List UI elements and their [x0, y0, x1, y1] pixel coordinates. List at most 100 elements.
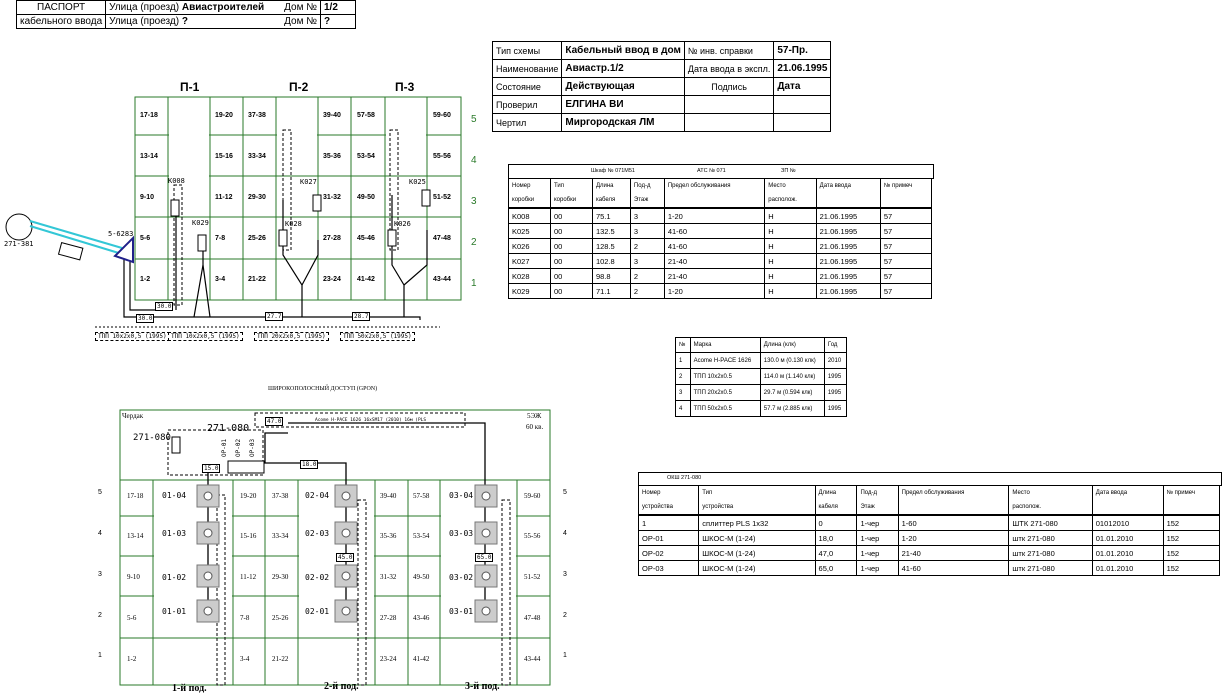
box-cell: Н	[764, 283, 817, 299]
device-cell: ШКОС-М (1-24)	[698, 530, 816, 546]
cable-cell: 130.0 м (0.130 клк)	[759, 352, 825, 369]
info-cell: Наименование	[491, 59, 563, 78]
device-cell: 01.01.2010	[1091, 560, 1164, 576]
house-value-2: ?	[320, 14, 356, 29]
entrance-p3: П-3	[395, 80, 415, 94]
gpon-apartment-range: 25-26	[272, 614, 289, 622]
box-cell: 57	[879, 223, 933, 239]
info-cell: Дата ввода в экспл.	[683, 59, 775, 78]
vertical-op02: ОР-02	[235, 438, 242, 457]
gpon-floor-right: 1	[563, 652, 567, 659]
cables-header: Марка	[689, 337, 761, 353]
cable-cell: 1995	[823, 368, 848, 385]
gpon-apartment-range: 47-48	[524, 614, 541, 622]
apartment-range: 51-52	[433, 194, 451, 201]
apartment-range: 3-4	[215, 276, 226, 283]
devices-header: Длина	[814, 485, 858, 500]
boxes-header: Номер	[508, 178, 551, 193]
gpon-apartment-range: 7-8	[240, 614, 250, 622]
apartment-range: 37-38	[248, 112, 266, 119]
entrance-p2: П-2	[289, 80, 309, 94]
length-tag-4: 28.7	[352, 312, 371, 321]
device-cell: 01.01.2010	[1091, 545, 1164, 561]
distribution-box-label: 03-02	[449, 573, 474, 582]
box-cell: 00	[549, 238, 593, 254]
gpon-apartment-range: 29-30	[272, 573, 289, 581]
gpon-apartment-range: 55-56	[524, 532, 541, 540]
device-cell: ШКОС-М (1-24)	[698, 545, 816, 561]
boxes-header: располож.	[764, 193, 817, 209]
gpon-apartment-range: 11-12	[240, 573, 257, 581]
gpon-floor-left: 4	[98, 530, 102, 537]
box-cell: 21.06.1995	[815, 207, 881, 224]
box-cell: 132.5	[591, 223, 631, 239]
gpon-apartment-range: 15-16	[240, 532, 257, 540]
cable-cell: 2010	[823, 352, 848, 369]
distribution-box-label: 01-02	[162, 573, 187, 582]
device-cell: 41-60	[897, 560, 1010, 576]
cable-cell: ТПП 50х2х0.5	[689, 400, 761, 417]
apartment-range: 59-60	[433, 112, 451, 119]
devices-header: Этаж	[856, 500, 899, 516]
device-cell: ОР-01	[637, 530, 700, 546]
gpon-entrance-3: 3-й под.	[465, 681, 500, 692]
apartment-range: 53-54	[357, 153, 375, 160]
device-cell: 21-40	[897, 545, 1010, 561]
box-cell: 21.06.1995	[815, 253, 881, 269]
length-tag-2: 30.0	[136, 314, 155, 323]
box-cell: 21-40	[663, 268, 766, 284]
box-cell: Н	[764, 207, 817, 224]
gpon-apartment-range: 51-52	[524, 573, 541, 581]
cabinet-label: 271-080	[133, 433, 171, 443]
box-cell: 41-60	[663, 238, 766, 254]
box-cell: 00	[549, 223, 593, 239]
devices-header: устройства	[637, 500, 700, 516]
info-cell	[773, 113, 832, 132]
info-cell: ЕЛГИНА ВИ	[561, 95, 685, 114]
box-cell: 1-20	[663, 207, 766, 224]
info-cell: Подпись	[683, 77, 775, 96]
cable-cell: 114.0 м (1.140 клк)	[759, 368, 825, 385]
entrance-p1: П-1	[180, 80, 200, 94]
device-cell: 1-чер	[856, 530, 899, 546]
floor-4: 4	[471, 155, 477, 166]
devices-header: Номер	[637, 485, 700, 500]
box-label-k027: K027	[300, 178, 317, 186]
gpon-length-5: 45.0	[336, 553, 355, 562]
apartment-range: 35-36	[323, 153, 341, 160]
box-symbols	[170, 189, 431, 252]
box-cell: 71.1	[591, 283, 631, 299]
gpon-apartment-range: 43-46	[413, 614, 430, 622]
info-cell: Чертил	[491, 113, 563, 132]
box-cell: K008	[508, 207, 551, 224]
distribution-box-label: 01-03	[162, 529, 187, 538]
devices-header: Под-д	[856, 485, 899, 500]
boxes-header: Предел обслуживания	[663, 178, 766, 193]
distribution-box-label: 01-04	[162, 491, 187, 500]
length-tag-3: 27.7	[265, 312, 284, 321]
gpon-apartment-range: 39-40	[380, 492, 397, 500]
gpon-floor-right: 4	[563, 530, 567, 537]
gpon-apartment-range: 33-34	[272, 532, 289, 540]
cable-cell: 1995	[823, 400, 848, 417]
apartment-range: 41-42	[357, 276, 375, 283]
well-icon	[5, 213, 33, 241]
gpon-length-3: 65.0	[475, 553, 494, 562]
apartment-range: 49-50	[357, 194, 375, 201]
info-cell: Проверил	[491, 95, 563, 114]
box-cell: Н	[764, 238, 817, 254]
apartment-range: 5-6	[140, 235, 151, 242]
device-cell: ШТК 271-080	[1008, 514, 1093, 531]
gpon-floor-left: 1	[98, 652, 102, 659]
